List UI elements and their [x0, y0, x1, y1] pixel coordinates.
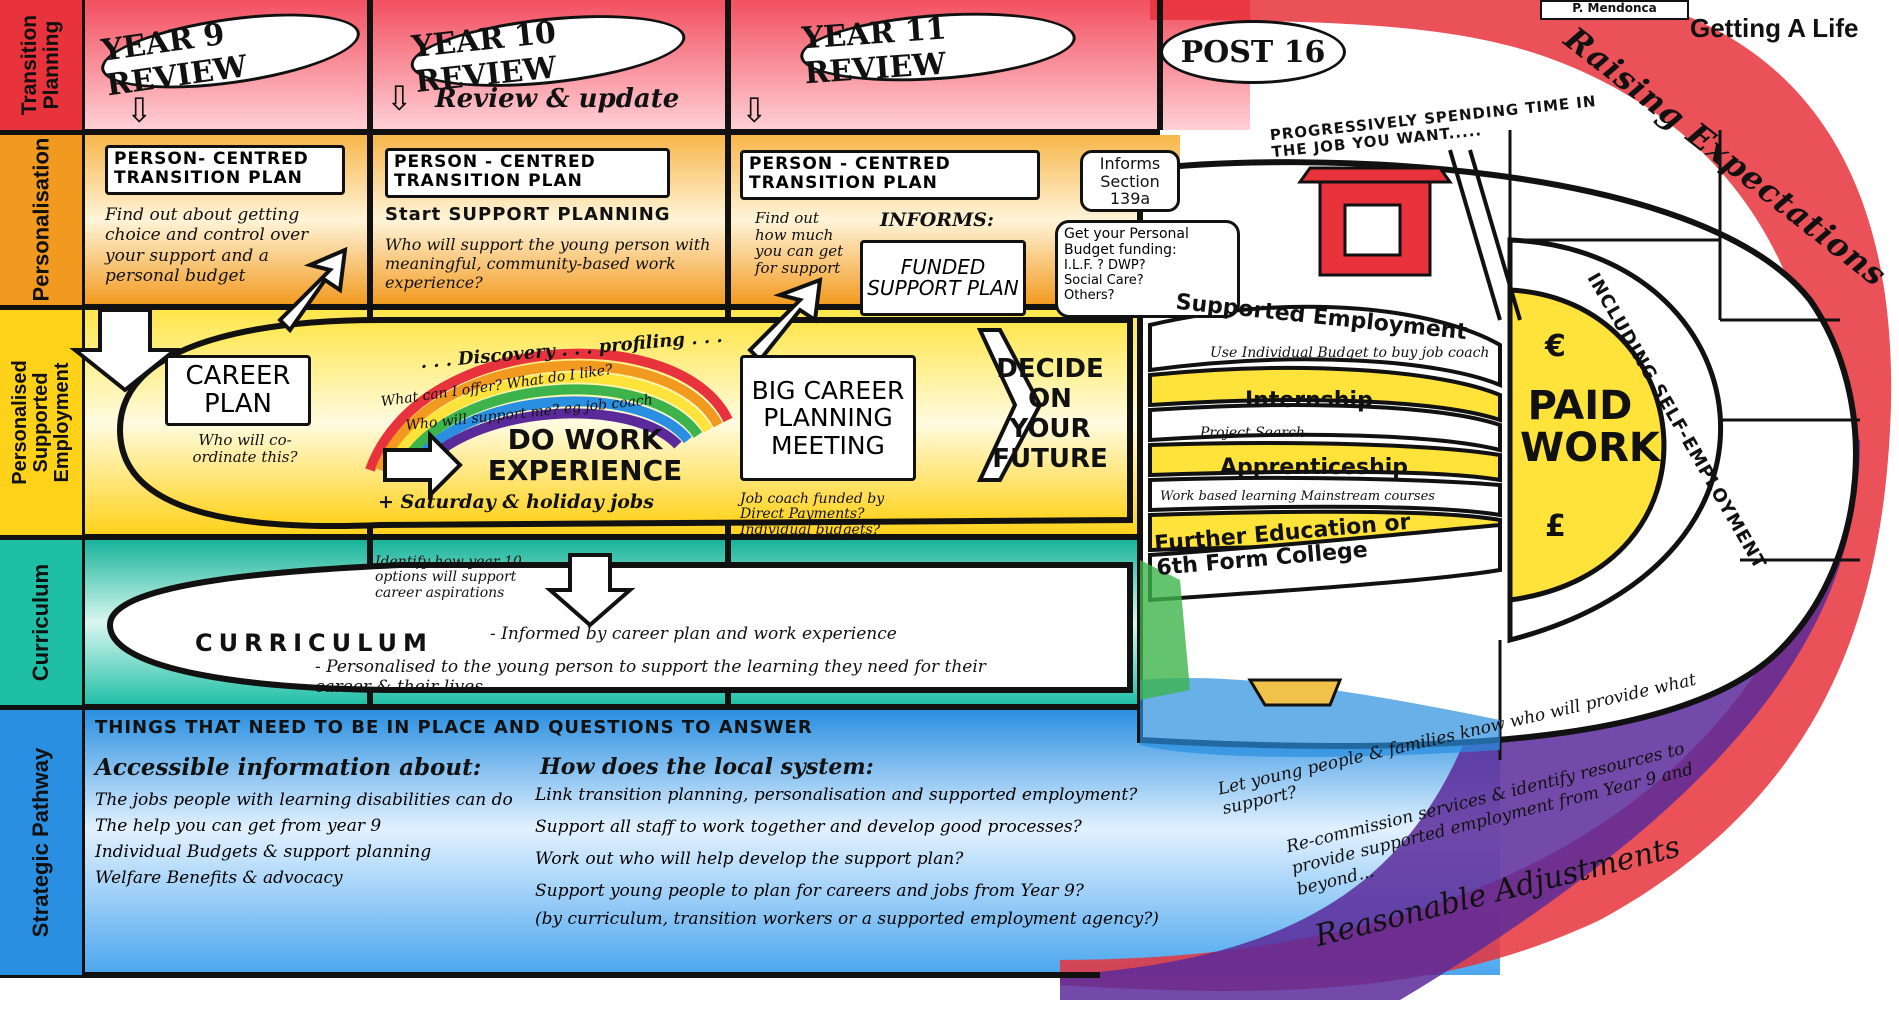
lane-label-transition-planning: Transition Planning: [17, 14, 64, 116]
list-item: Individual Budgets & support planning: [95, 842, 432, 862]
y10-start-support: Start SUPPORT PLANNING: [385, 204, 671, 225]
accessible-list: The jobs people with learning disabiliti…: [95, 790, 515, 894]
curriculum-personalised: - Personalised to the young person to su…: [315, 657, 986, 697]
budget-item: Others?: [1064, 288, 1115, 304]
arrow-down-icon-y10: ⇩: [385, 79, 414, 119]
list-item: Support young people to plan for careers…: [535, 881, 1084, 901]
budget-item: I.L.F. ? DWP?: [1064, 258, 1146, 274]
career-plan-box: CAREER PLAN: [165, 355, 311, 426]
list-item: The jobs people with learning disabiliti…: [95, 790, 513, 810]
career-plan-label: CAREER PLAN: [185, 361, 291, 419]
y9-pctp-label: PERSON- CENTRED TRANSITION PLAN: [114, 149, 309, 188]
funded-support-plan-box: FUNDED SUPPORT PLAN: [860, 240, 1026, 316]
water-scene: [1140, 678, 1500, 757]
y11-informs: INFORMS:: [880, 209, 994, 231]
curriculum-title: CURRICULUM: [195, 629, 433, 657]
decide-on-future: DECIDE ON YOUR FUTURE: [992, 354, 1108, 474]
accessible-title: Accessible information about:: [95, 754, 482, 781]
arrow-down-icon-y9: ⇩: [125, 91, 154, 131]
euro-bag-icon: €: [1545, 329, 1566, 364]
budget-funding-box: Get your Personal Budget funding: I.L.F.…: [1055, 220, 1240, 318]
paid-work-half-disc: [1507, 287, 1667, 603]
tree: [1140, 560, 1190, 700]
route-internship-note: Project Search: [1200, 425, 1305, 441]
lane-label-personalisation: Personalisation: [28, 138, 54, 302]
route-internship: Internship: [1245, 388, 1373, 413]
y9-who-coordinate: Who will co-ordinate this?: [192, 431, 298, 467]
house-illustration: [1297, 149, 1522, 321]
y10-pctp-label: PERSON - CENTRED TRANSITION PLAN: [394, 152, 596, 191]
pound-bag-icon: £: [1545, 509, 1566, 544]
y10-identify-options: Identify how year 10 options will suppor…: [375, 554, 522, 601]
y9-find-out: Find out about getting choice and contro…: [105, 205, 309, 287]
curriculum-oval: [106, 562, 1133, 693]
reasonable-adjustments-swoosh: [1060, 430, 1860, 1000]
job-coach-funding: Job coach funded by Direct Payments? Ind…: [740, 491, 885, 538]
header-post16: POST 16: [1160, 20, 1346, 84]
list-item: Welfare Benefits & advocacy: [95, 868, 343, 888]
funded-support-plan-label: FUNDED SUPPORT PLAN: [867, 255, 1019, 300]
y11-pctp-label: PERSON - CENTRED TRANSITION PLAN: [749, 154, 951, 193]
informs-section-label: Informs Section 139a: [1099, 154, 1161, 209]
list-item: Link transition planning, personalisatio…: [535, 785, 1138, 805]
y10-pctp-box: PERSON - CENTRED TRANSITION PLAN: [385, 148, 670, 198]
author-credit: P. Mendonca: [1540, 0, 1689, 20]
y9-pctp-box: PERSON- CENTRED TRANSITION PLAN: [105, 145, 345, 195]
lane-label-curriculum: Curriculum: [28, 563, 54, 682]
list-item: Work out who will help develop the suppo…: [535, 849, 964, 869]
do-work-experience: DO WORK EXPERIENCE: [487, 423, 683, 487]
local-system-list: Link transition planning, personalisatio…: [535, 785, 1235, 929]
getting-a-life-logo: Getting A Life: [1690, 13, 1859, 43]
lane-label-strategic-pathway: Strategic Pathway: [28, 747, 54, 938]
budget-funding-title: Get your Personal Budget funding:: [1064, 226, 1189, 259]
route-supported-employment-note: Use Individual Budget to buy job coach: [1210, 345, 1490, 361]
route-apprenticeship-note: Work based learning Mainstream courses: [1160, 489, 1435, 504]
big-meeting-box: BIG CAREER PLANNING MEETING: [740, 355, 916, 481]
paid-work-label: PAID WORK: [1520, 383, 1660, 471]
lane-label-supported-employment: Personalised Supported Employment: [8, 360, 73, 485]
local-system-title: How does the local system:: [540, 754, 874, 780]
route-apprenticeship: Apprenticeship: [1220, 455, 1409, 480]
y11-find-out-much: Find out how much you can get for suppor…: [755, 209, 844, 277]
boat: [1247, 678, 1343, 707]
y10-who-support: Who will support the young person with m…: [385, 235, 711, 293]
arrow-down-icon-y11: ⇩: [740, 91, 769, 131]
y11-pctp-box: PERSON - CENTRED TRANSITION PLAN: [740, 150, 1040, 200]
strategic-heading: THINGS THAT NEED TO BE IN PLACE AND QUES…: [95, 717, 813, 738]
curriculum-informed: - Informed by career plan and work exper…: [490, 624, 897, 644]
list-item: Support all staff to work together and d…: [535, 817, 1082, 837]
big-meeting-label: BIG CAREER PLANNING MEETING: [751, 375, 905, 460]
route-ribbons: [1148, 304, 1502, 603]
flow-arrows: [69, 246, 1043, 628]
saturday-jobs: + Saturday & holiday jobs: [378, 491, 654, 513]
list-item: (by curriculum, transition workers or a …: [535, 909, 1159, 929]
budget-item: Social Care?: [1064, 273, 1144, 289]
review-update-note: Review & update: [435, 84, 680, 114]
list-item: The help you can get from year 9: [95, 816, 382, 836]
informs-section-box: Informs Section 139a: [1080, 150, 1180, 212]
